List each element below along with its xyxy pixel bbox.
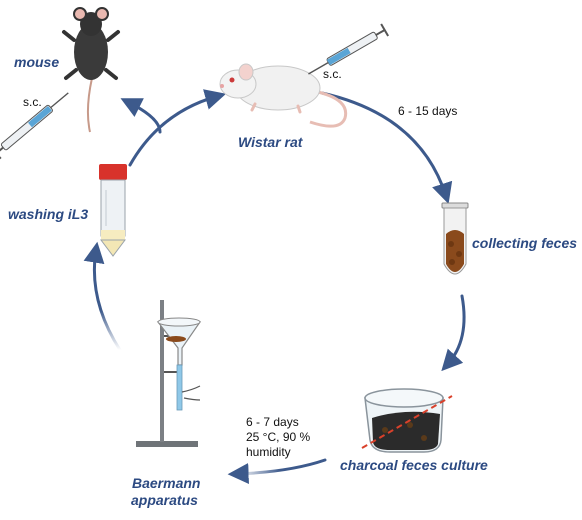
baermann-funnel-icon	[136, 300, 202, 447]
label-charcoal-culture: charcoal feces culture	[340, 457, 488, 473]
note-sc-mouse: s.c.	[23, 95, 42, 109]
charcoal-beaker-icon	[361, 388, 453, 453]
arrow-feces-to-culture	[441, 294, 466, 372]
cycle-arrows	[83, 89, 466, 485]
arrow-baermann-to-washing	[83, 241, 122, 352]
arrow-culture-to-baermann	[227, 458, 327, 485]
arrow-rat-to-feces	[320, 91, 453, 204]
label-baermann-1: Baermann	[132, 475, 200, 491]
note-days-rat: 6 - 15 days	[398, 104, 457, 118]
arrow-tube-to-rat	[128, 89, 227, 167]
syringe-icon-rat	[308, 23, 390, 75]
note-culture-humidity: humidity	[246, 445, 291, 459]
arrow-tube-to-mouse	[120, 98, 162, 134]
label-mouse: mouse	[14, 54, 59, 70]
note-culture-cond: 25 °C, 90 %	[246, 430, 310, 444]
label-collecting-feces: collecting feces	[472, 235, 577, 251]
label-washing: washing iL3	[8, 206, 88, 222]
syringe-icon	[0, 92, 69, 160]
labels: mouse Wistar rat collecting feces charco…	[8, 54, 577, 508]
feces-tube-icon	[441, 202, 469, 275]
mouse-icon	[62, 7, 120, 133]
label-wistar-rat: Wistar rat	[238, 134, 304, 150]
label-baermann-2: apparatus	[131, 492, 198, 508]
falcon-tube-icon	[99, 164, 127, 257]
note-culture-days: 6 - 7 days	[246, 415, 299, 429]
rat-icon	[219, 63, 348, 128]
note-sc-rat: s.c.	[323, 67, 342, 81]
